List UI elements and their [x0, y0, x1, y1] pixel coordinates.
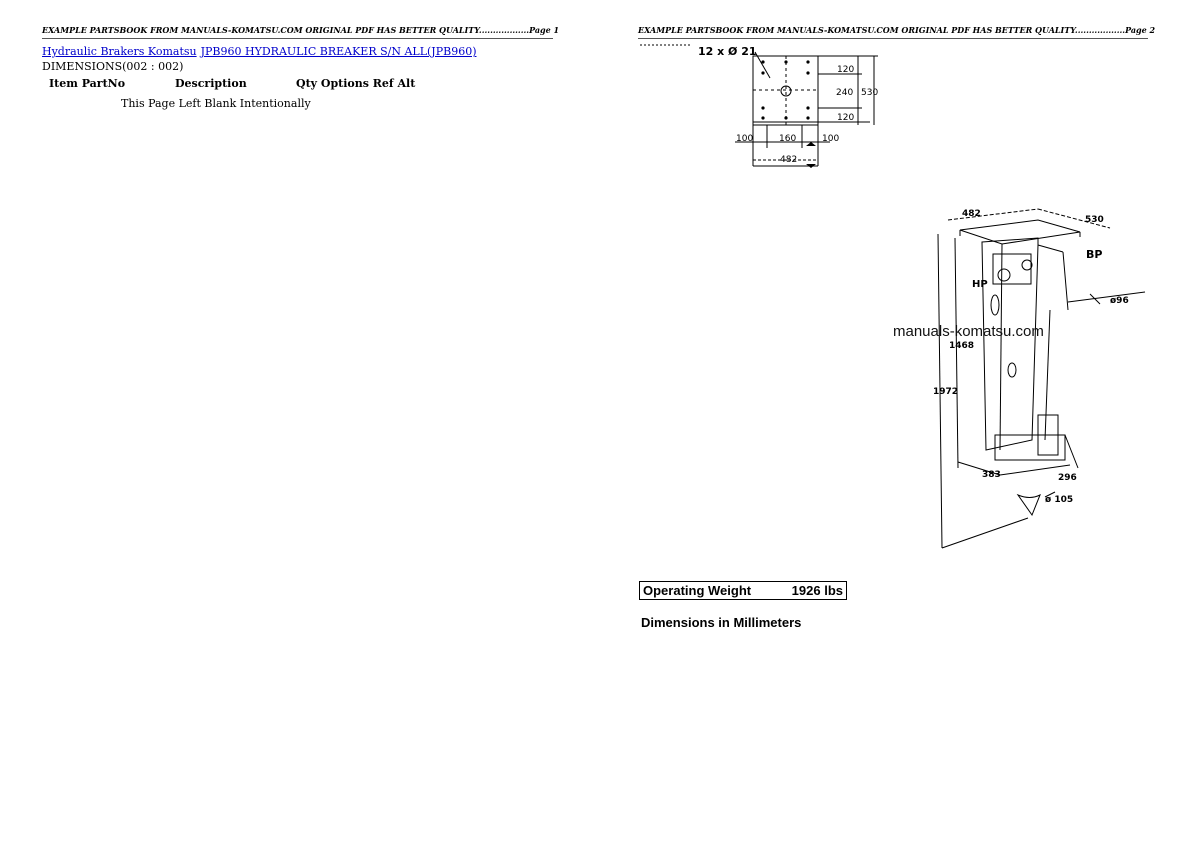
dim-label: 120 — [837, 113, 854, 123]
page-2-header: EXAMPLE PARTSBOOK FROM MANUALS-KOMATSU.C… — [638, 25, 1155, 39]
top-view-drawing: 12 x Ø 21 120 240 530 120 100 160 100 48… — [640, 44, 878, 168]
section-subtitle: DIMENSIONS(002 : 002) — [42, 60, 184, 73]
dim-label: 160 — [779, 134, 796, 144]
dim-label: 530 — [1085, 215, 1104, 225]
column-header-item-partno: Item PartNo — [49, 77, 126, 90]
breaker-body — [981, 237, 1039, 451]
column-header-description: Description — [175, 77, 247, 90]
dim-label: 120 — [837, 65, 854, 75]
title-link-model[interactable]: JPB960 HYDRAULIC BREAKER S/N ALL(JPB960) — [200, 45, 477, 58]
mounting-holes — [761, 60, 810, 120]
side-view-drawing: 482 530 BP HP ø96 1468 1972 383 296 ø 10… — [933, 208, 1146, 549]
dim-label: 100 — [736, 134, 753, 144]
hose-port-hp — [997, 268, 1011, 282]
hose-port-bp — [1021, 259, 1033, 271]
dim-label: 1468 — [949, 341, 974, 351]
dim-label: ø 105 — [1045, 495, 1073, 505]
dim-label: 240 — [836, 88, 853, 98]
arrow-icon — [806, 164, 816, 168]
valve-block — [992, 253, 1032, 285]
title-link-brand[interactable]: Hydraulic Brakers Komatsu — [42, 45, 197, 58]
dim-label: 100 — [822, 134, 839, 144]
operating-weight-label: Operating Weight — [643, 583, 752, 598]
hole-label: 12 x Ø 21 — [698, 45, 757, 58]
blank-page-note: This Page Left Blank Intentionally — [121, 97, 311, 110]
dim-label: 530 — [861, 88, 878, 98]
dim-label: 383 — [982, 470, 1001, 480]
column-header-qty-options: Qty Options Ref Alt — [296, 77, 416, 90]
dim-label: ø96 — [1110, 296, 1129, 306]
chisel-tool — [1016, 493, 1041, 517]
dimensions-caption: Dimensions in Millimeters — [641, 615, 802, 630]
dim-label: 482 — [962, 209, 981, 219]
operating-weight-box: Operating Weight 1926 lbs — [639, 581, 847, 600]
dim-label: 1972 — [933, 387, 958, 397]
center-bore — [780, 85, 792, 97]
dim-label: 296 — [1058, 473, 1077, 483]
arrow-icon — [806, 142, 816, 146]
port-label-bp: BP — [1086, 248, 1102, 261]
top-plate — [959, 219, 1081, 245]
watermark-text: manuals-komatsu.com — [893, 323, 1044, 340]
lower-clamp — [994, 434, 1066, 461]
dim-label: 482 — [780, 155, 797, 165]
operating-weight-value: 1926 lbs — [791, 583, 843, 598]
page-1-header: EXAMPLE PARTSBOOK FROM MANUALS-KOMATSU.C… — [42, 25, 559, 39]
port-label-hp: HP — [972, 279, 988, 290]
